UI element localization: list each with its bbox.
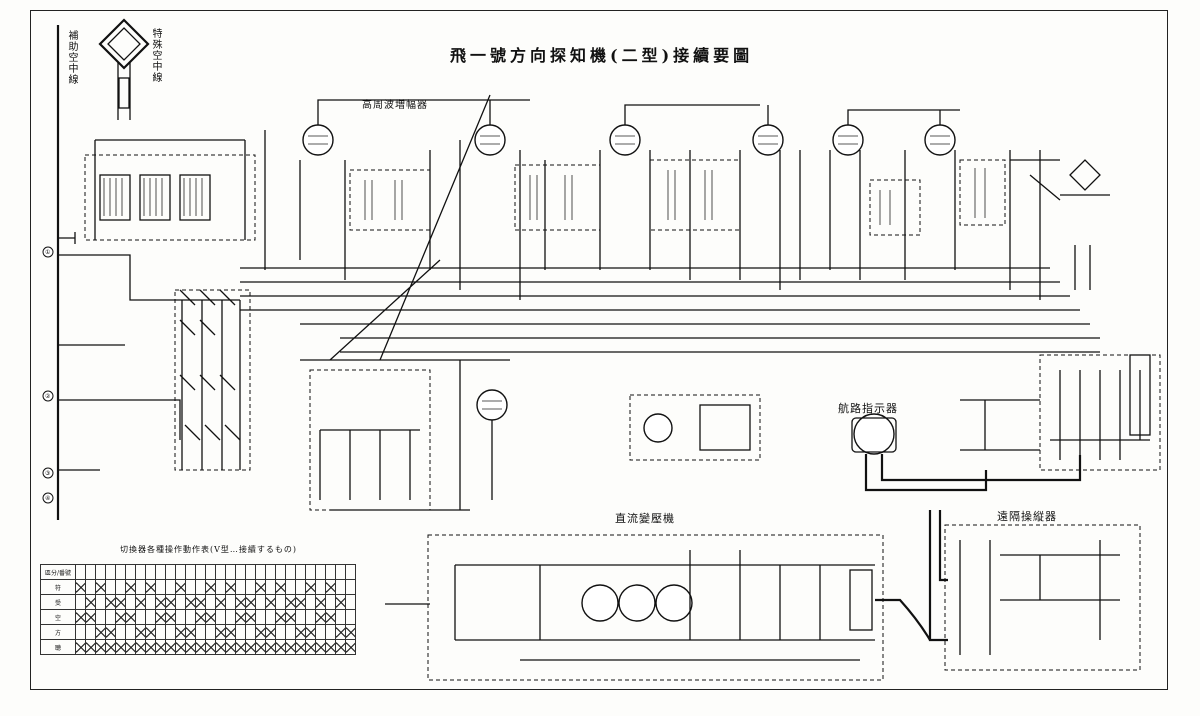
beat-oscillator-box [309, 369, 431, 511]
table-header-cell: 聴 [40, 639, 76, 655]
relay-cluster [1039, 354, 1161, 471]
stage-4-coil-box [649, 159, 741, 231]
stage-vertical-leads [264, 130, 1041, 300]
direction-indicator-meter [851, 413, 1082, 492]
selector-switch-gang [174, 289, 251, 471]
motor-unit-box [629, 394, 761, 461]
label-hf-amplifier: 高周波増幅器 [362, 100, 428, 111]
drawing-frame [30, 10, 1168, 690]
loop-antenna [98, 18, 150, 120]
label-switch-table: 切換器各種操作動作表(V型…接續するもの) [120, 545, 298, 554]
stage-2-coil-box [349, 169, 431, 231]
table-header-cell: 方 [40, 624, 76, 640]
label-antenna: 特殊空中線 [150, 28, 161, 83]
input-tuning-block [84, 154, 256, 241]
table-header-cell: 符 [40, 579, 76, 595]
remote-controller-box [944, 524, 1141, 671]
label-aux-antenna: 補助空中線 [66, 30, 77, 85]
input-transformers [94, 139, 246, 240]
amplifier-tubes [302, 99, 960, 421]
label-remote-controller: 遠隔操縦器 [997, 510, 1057, 523]
detector-coil-box [869, 179, 921, 236]
stage-3-coil-box [514, 164, 601, 231]
terminal-mark: ④ [45, 495, 50, 502]
label-direction-indicator: 航路指示器 [838, 402, 898, 415]
table-header-cell: 受 [40, 594, 76, 610]
terminal-mark: ② [45, 393, 51, 400]
output-transformer-box [959, 159, 1006, 226]
label-dc-converter: 直流變壓機 [615, 512, 675, 525]
dc-converter-box [427, 534, 884, 681]
dc-converter-machines [454, 550, 875, 661]
supply-busses [240, 267, 1100, 353]
motor-symbol [643, 413, 673, 443]
table-header-cell: 空 [40, 609, 76, 625]
switch-operation-table: 區分/番號 符 受 空 方 聴 [40, 564, 356, 655]
terminal-mark: ① [45, 249, 50, 256]
terminal-mark: ③ [45, 470, 50, 477]
coil-windings [364, 168, 986, 225]
oscillator-wiring [300, 359, 510, 511]
left-terminals [42, 246, 54, 504]
diagram-title: 飛一號方向探知機(二型)接續要圖 [450, 46, 754, 65]
table-header-cell: 區分/番號 [40, 564, 76, 580]
